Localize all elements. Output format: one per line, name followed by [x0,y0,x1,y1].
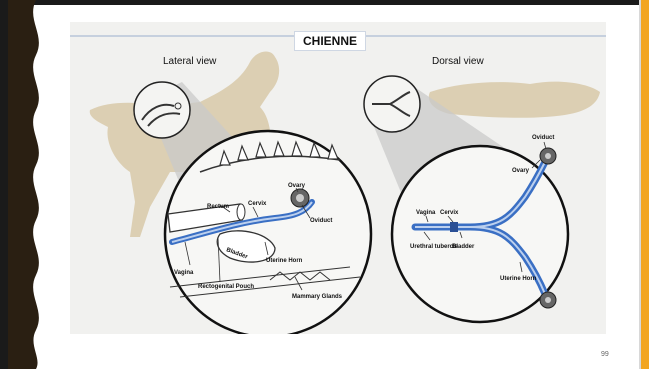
label-right-uterine-horn: Uterine Horn [500,276,537,282]
label-right-oviduct: Oviduct [532,135,554,141]
label-mammary-glands: Mammary Glands [292,294,343,300]
right-panel-heading: Dorsal view [432,56,484,67]
label-cervix: Cervix [248,201,267,207]
reproductive-anatomy-figure: Lateral view Rectum Cervix Ovary Oviduct… [70,22,606,334]
right-accent-bar [641,0,649,369]
label-right-bladder: Bladder [452,244,475,250]
slide-frame-top [0,0,649,5]
slide-title: CHIENNE [294,31,366,51]
slide-frame-left [0,0,8,369]
label-uterine-horn: Uterine Horn [266,258,303,264]
label-right-vagina: Vagina [416,210,436,216]
label-vagina: Vagina [174,270,194,276]
decorative-wave-border [8,0,48,369]
page-number: 99 [601,351,609,358]
label-oviduct: Oviduct [310,218,332,224]
label-right-ovary: Ovary [512,168,530,174]
left-panel-heading: Lateral view [163,56,217,67]
label-right-cervix: Cervix [440,210,459,216]
label-ovary: Ovary [288,183,306,189]
label-rectum: Rectum [207,204,229,210]
label-rectogenital-pouch: Rectogenital Pouch [198,284,254,290]
